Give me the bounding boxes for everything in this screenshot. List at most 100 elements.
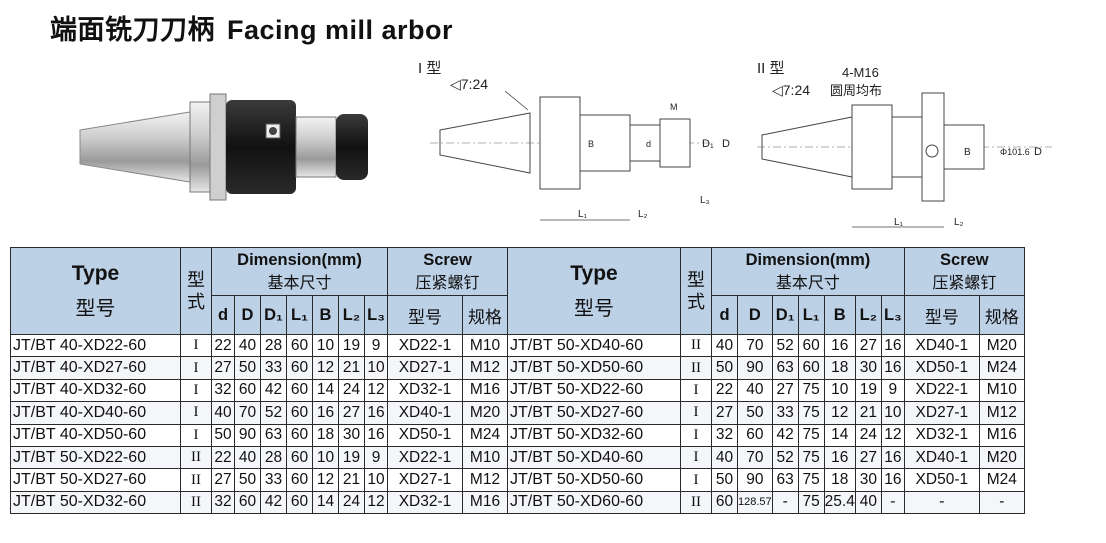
form-cell: I [680,445,712,470]
dimension-cell: 30 [338,423,365,447]
col-screw-spec-2: 规格 [978,295,1025,335]
dimension-cell: 28 [260,445,287,470]
type2-note2: 圆周均布 [830,83,882,98]
form-cell: II [180,445,212,470]
type1-label: I 型 [418,60,441,77]
dimension-cell: 63 [260,423,287,447]
dimension-cell: 24 [854,423,882,447]
screw-cell: XD50-1 [903,356,980,380]
form-cell: I [180,356,212,380]
dimension-cell: - [880,490,905,515]
type-cell: JT/BT 50-XD22-60 [10,445,181,470]
dimension-cell: 70 [737,445,773,470]
dimension-cell: 25.4 [823,490,856,515]
type2-label: II 型 [757,60,785,77]
dimension-cell: 60 [797,356,825,380]
dimension-cell: 33 [260,356,287,380]
form-cell: I [180,333,212,358]
svg-text:L₃: L₃ [700,195,710,206]
dimension-cell: 18 [823,468,856,492]
svg-text:L₁: L₁ [578,209,588,220]
header-dimension: Dimension(mm)基本尺寸 [211,247,388,296]
dimension-cell: 18 [823,356,856,380]
dimension-cell: 42 [260,490,287,515]
dimension-cell: 40 [234,445,261,470]
dimension-cell: 60 [286,378,313,403]
col-screw-model-2: 型号 [903,295,980,335]
screw-cell: XD32-1 [903,423,980,447]
dimension-cell: 52 [771,445,799,470]
screw-cell: M24 [462,423,508,447]
dimension-cell: 27 [211,356,235,380]
svg-text:L₂: L₂ [638,209,648,220]
screw-cell: XD50-1 [903,468,980,492]
dimension-cell: 12 [312,356,339,380]
dimension-cell: 50 [737,401,773,425]
screw-cell: M12 [462,468,508,492]
dimension-cell: 12 [364,378,388,403]
screw-cell: XD32-1 [387,490,463,515]
type2-taper: ◁7:24 [772,82,810,98]
dimension-cell: 9 [880,378,905,403]
screw-cell: M16 [462,490,508,515]
screw-cell: XD22-1 [387,445,463,470]
form-cell: I [180,378,212,403]
dimension-cell: 60 [711,490,738,515]
screw-cell: XD40-1 [387,401,463,425]
screw-cell: XD27-1 [387,468,463,492]
screw-cell: M24 [978,468,1025,492]
col-D: D [234,295,261,335]
screw-cell: M10 [462,445,508,470]
svg-text:D₁: D₁ [702,138,714,150]
col-L3-2: L₃ [880,295,905,335]
form-cell: I [180,401,212,425]
svg-text:M: M [670,102,678,112]
type2-drawing: II 型 4-M16 ◁7:24 圆周均布 B Φ101.6 D L₁ L₂ [757,60,1052,228]
dimension-cell: 16 [823,445,856,470]
dimension-cell: 22 [211,333,235,358]
dimension-cell: 24 [338,490,365,515]
type-cell: JT/BT 40-XD22-60 [10,333,181,358]
type-cell: JT/BT 50-XD50-60 [507,356,681,380]
dimension-cell: 60 [234,490,261,515]
screw-cell: - [978,490,1025,515]
dimension-cell: 9 [364,445,388,470]
col-L2: L₂ [338,295,365,335]
screw-cell: XD27-1 [903,401,980,425]
screw-cell: XD50-1 [387,423,463,447]
screw-cell: M16 [462,378,508,403]
dimension-cell: 30 [854,356,882,380]
dimension-cell: 33 [260,468,287,492]
type-cell: JT/BT 50-XD40-60 [507,445,681,470]
svg-text:Φ101.6: Φ101.6 [1000,147,1030,157]
svg-text:B: B [964,147,971,158]
dimension-cell: 32 [211,378,235,403]
screw-cell: XD40-1 [903,445,980,470]
dimension-cell: 10 [312,445,339,470]
screw-cell: M16 [978,423,1025,447]
dimension-cell: 21 [338,356,365,380]
dimension-cell: 27 [854,445,882,470]
dimension-cell: 50 [711,468,738,492]
dimension-cell: 42 [260,378,287,403]
dimension-cell: 12 [312,468,339,492]
dimension-cell: 14 [312,490,339,515]
svg-text:d: d [646,139,651,149]
title-en: Facing mill arbor [227,15,454,45]
dimension-cell: 40 [711,445,738,470]
dimension-cell: 22 [211,445,235,470]
dimension-cell: 60 [286,423,313,447]
dimension-cell: 27 [338,401,365,425]
dimension-cell: 50 [234,468,261,492]
dimension-cell: 27 [771,378,799,403]
col-D-2: D [737,295,773,335]
type-cell: JT/BT 50-XD40-60 [507,333,681,358]
dimension-cell: 60 [286,333,313,358]
dimension-cell: 60 [286,468,313,492]
dimension-cell: 12 [823,401,856,425]
